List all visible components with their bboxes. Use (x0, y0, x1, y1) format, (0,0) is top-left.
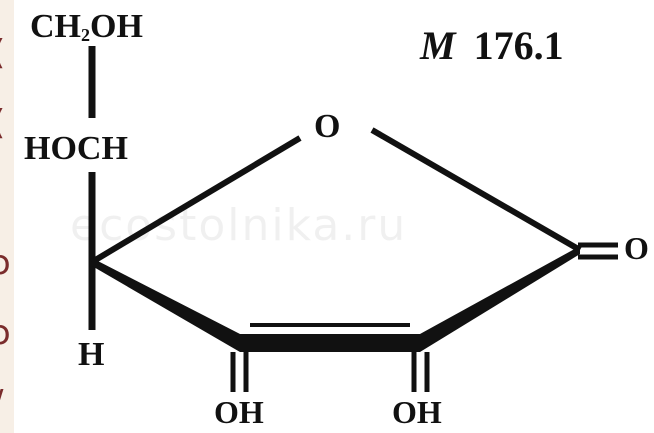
label-carbonyl-oxygen: O (624, 230, 649, 266)
left-edge-strip: ( ( I ɔ ɔ / (0, 0, 14, 433)
wedge-bond-c4-c3 (92, 258, 240, 352)
label-hoch: HOCH (24, 130, 128, 167)
wedge-bond-c1-c2 (420, 246, 580, 352)
edge-glyph: I (0, 176, 2, 210)
edge-glyph: / (0, 386, 3, 420)
label-ch2oh: CH2OH (30, 8, 143, 45)
edge-glyph: ( (0, 36, 5, 70)
edge-glyph: ɔ (0, 313, 11, 353)
label-hydroxyl-left: OH (214, 394, 264, 430)
bond-c4-ring-o (90, 135, 302, 265)
label-ring-oxygen: O (314, 108, 341, 145)
edge-glyph: ɔ (0, 243, 11, 283)
bond-ring-o-c1 (370, 127, 582, 253)
label-h: H (78, 336, 105, 373)
label-hydroxyl-right: OH (392, 394, 442, 430)
bond-c3-c2-thick (240, 334, 420, 352)
molar-mass: M 176.1 (420, 22, 564, 69)
molar-mass-symbol: M (420, 23, 456, 68)
molar-mass-value: 176.1 (473, 23, 564, 68)
edge-glyph: ( (0, 106, 5, 140)
